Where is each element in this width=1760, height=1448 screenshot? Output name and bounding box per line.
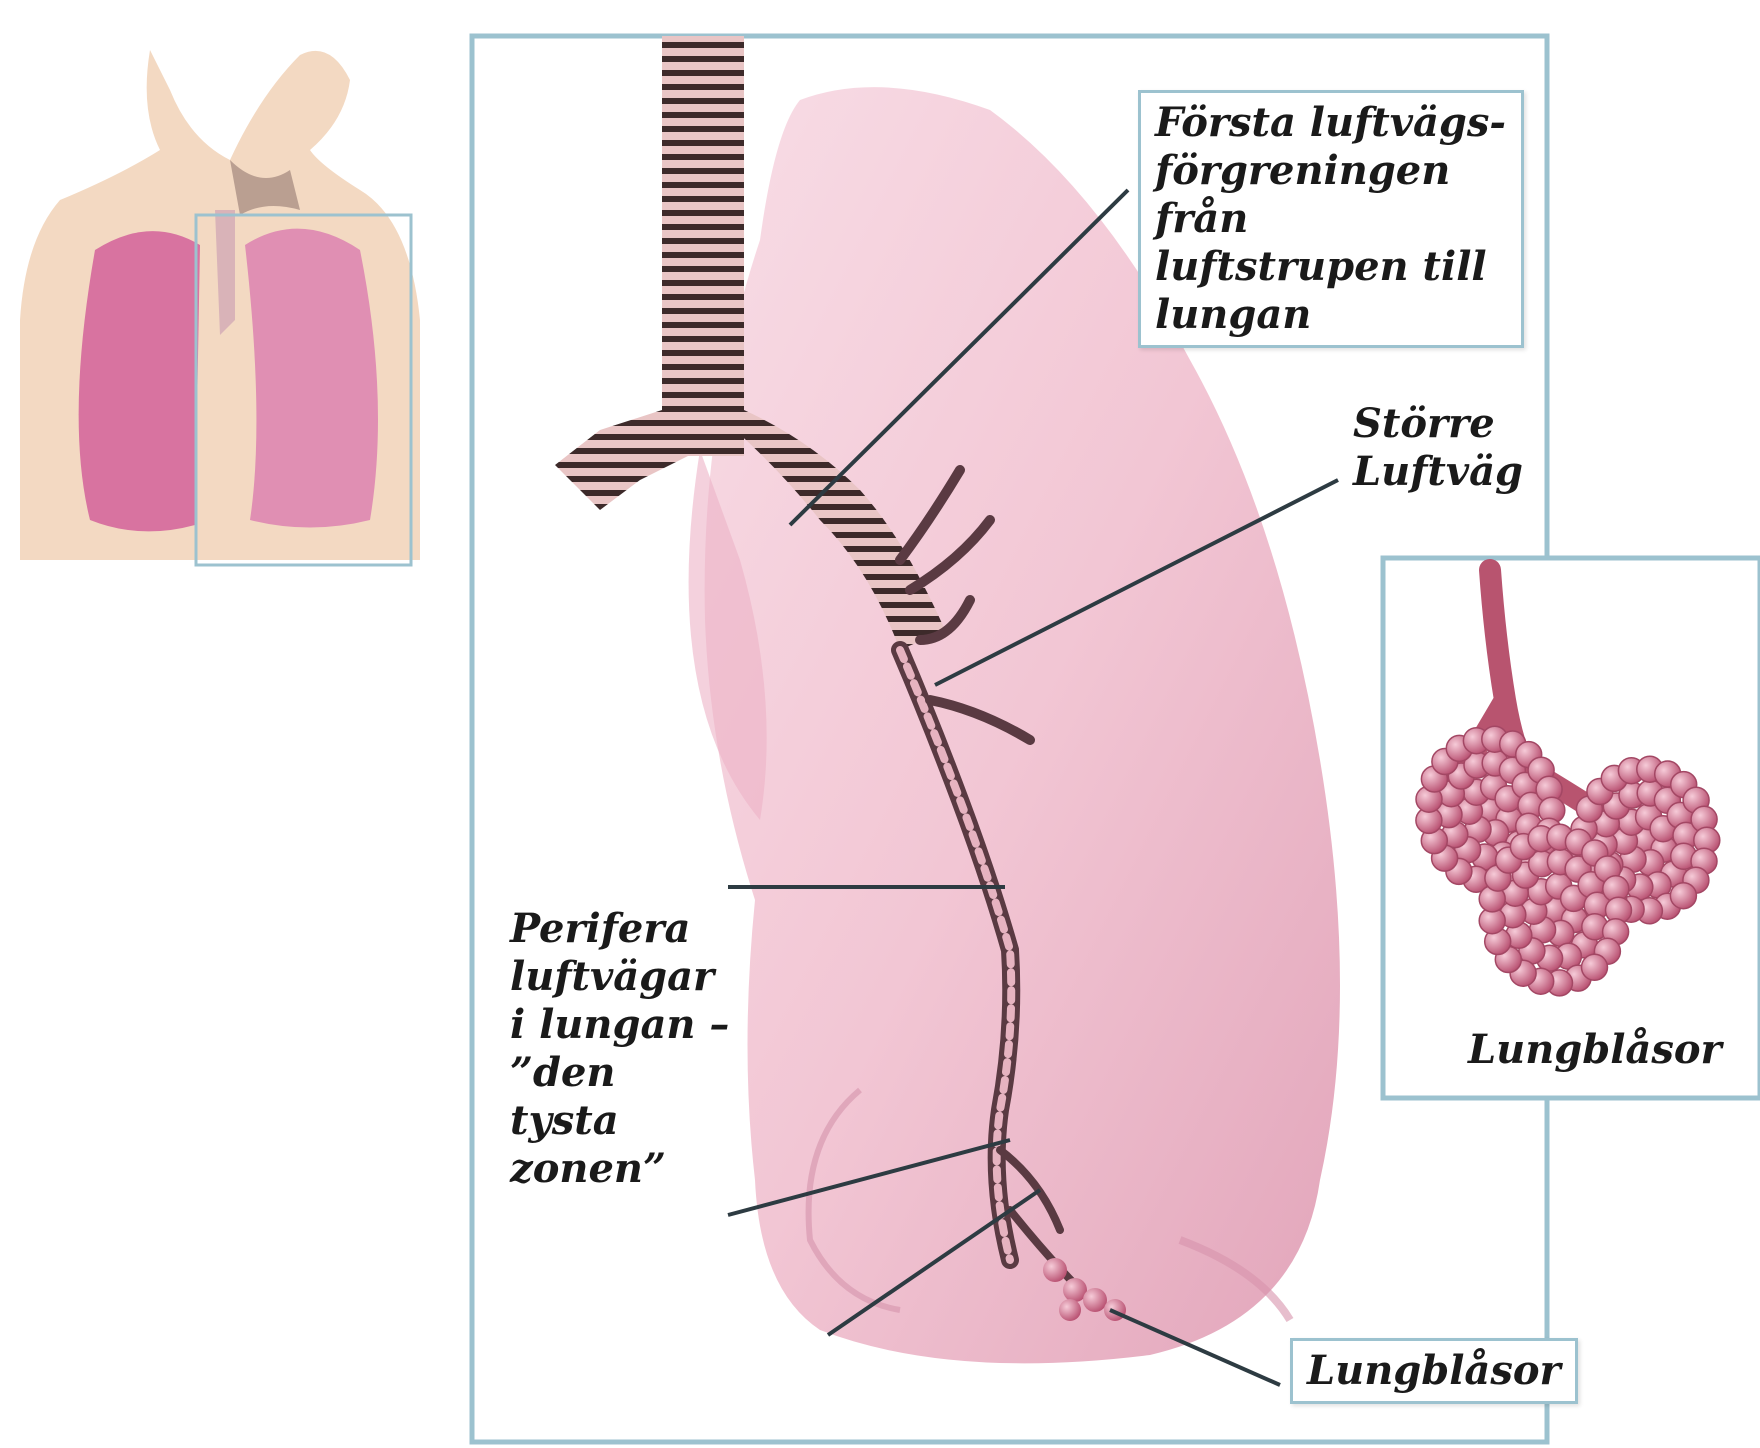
label-larger-airway: Större Luftväg: [1347, 400, 1529, 496]
label-peripheral-airways: Perifera luftvägar i lungan – ”den tysta…: [510, 905, 729, 1193]
thumb-right-lung: [79, 231, 200, 531]
alveolus-sac: [1670, 883, 1696, 909]
label-first-branching: Första luftvägs- förgreningen från lufts…: [1138, 90, 1524, 348]
torso-thumbnail: [20, 50, 420, 565]
label-alveoli-bottom: Lungblåsor: [1290, 1338, 1578, 1404]
alveoli-inset: [1383, 558, 1760, 1098]
thumb-left-lung: [245, 229, 378, 528]
trachea: [662, 36, 744, 456]
alveolus-sac: [1582, 954, 1608, 980]
label-alveoli-inset: Lungblåsor: [1468, 1026, 1722, 1074]
right-main-bronchus: [555, 410, 690, 510]
